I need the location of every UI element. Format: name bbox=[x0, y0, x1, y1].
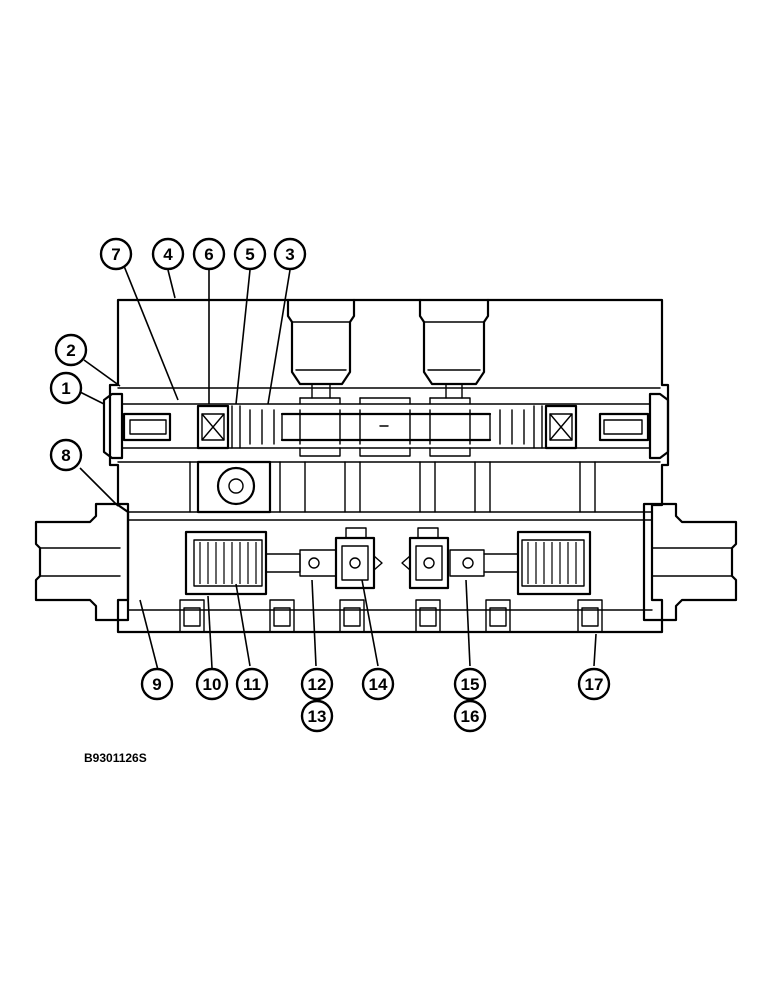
callout-6: 6 bbox=[192, 237, 226, 271]
callout-4: 4 bbox=[151, 237, 185, 271]
lower-right-cartridge bbox=[401, 527, 592, 596]
callout-17: 17 bbox=[577, 667, 611, 701]
callout-14: 14 bbox=[361, 667, 395, 701]
callout-6-label: 6 bbox=[204, 245, 213, 264]
callout-3: 3 bbox=[273, 237, 307, 271]
callout-11-label: 11 bbox=[243, 675, 261, 694]
callout-13: 13 bbox=[300, 699, 334, 733]
callout-12-label: 12 bbox=[308, 675, 327, 694]
callout-15: 15 bbox=[453, 667, 487, 701]
callout-2: 2 bbox=[54, 333, 88, 367]
right-relief-fitting bbox=[642, 502, 738, 622]
callout-4-label: 4 bbox=[163, 245, 173, 264]
callout-13-label: 13 bbox=[308, 707, 327, 726]
callout-9: 9 bbox=[140, 667, 174, 701]
callout-1: 1 bbox=[49, 371, 83, 405]
callout-10-label: 10 bbox=[203, 675, 222, 694]
spool-assembly bbox=[102, 392, 670, 460]
top-port-left bbox=[286, 298, 356, 399]
callout-9-label: 9 bbox=[152, 675, 161, 694]
figure-id-label: B9301126S bbox=[84, 751, 147, 765]
callout-11: 11 bbox=[235, 667, 269, 701]
center-boss bbox=[196, 460, 272, 514]
callout-12: 12 bbox=[300, 667, 334, 701]
callout-5-label: 5 bbox=[245, 245, 254, 264]
callout-15-label: 15 bbox=[461, 675, 480, 694]
callout-10: 10 bbox=[195, 667, 229, 701]
callout-7: 7 bbox=[99, 237, 133, 271]
callout-8: 8 bbox=[49, 438, 83, 472]
callout-8-label: 8 bbox=[61, 446, 70, 465]
callout-14-label: 14 bbox=[369, 675, 388, 694]
callout-2-label: 2 bbox=[66, 341, 75, 360]
left-relief-fitting bbox=[34, 502, 130, 622]
callout-7-label: 7 bbox=[111, 245, 120, 264]
callout-16: 16 bbox=[453, 699, 487, 733]
callout-3-label: 3 bbox=[285, 245, 294, 264]
callout-1-label: 1 bbox=[61, 379, 70, 398]
callout-16-label: 16 bbox=[461, 707, 480, 726]
leader-lines bbox=[79, 265, 597, 671]
top-port-right bbox=[418, 298, 490, 399]
lower-left-cartridge bbox=[184, 527, 383, 596]
bottom-plugs bbox=[179, 599, 603, 633]
callout-5: 5 bbox=[233, 237, 267, 271]
callout-17-label: 17 bbox=[585, 675, 604, 694]
